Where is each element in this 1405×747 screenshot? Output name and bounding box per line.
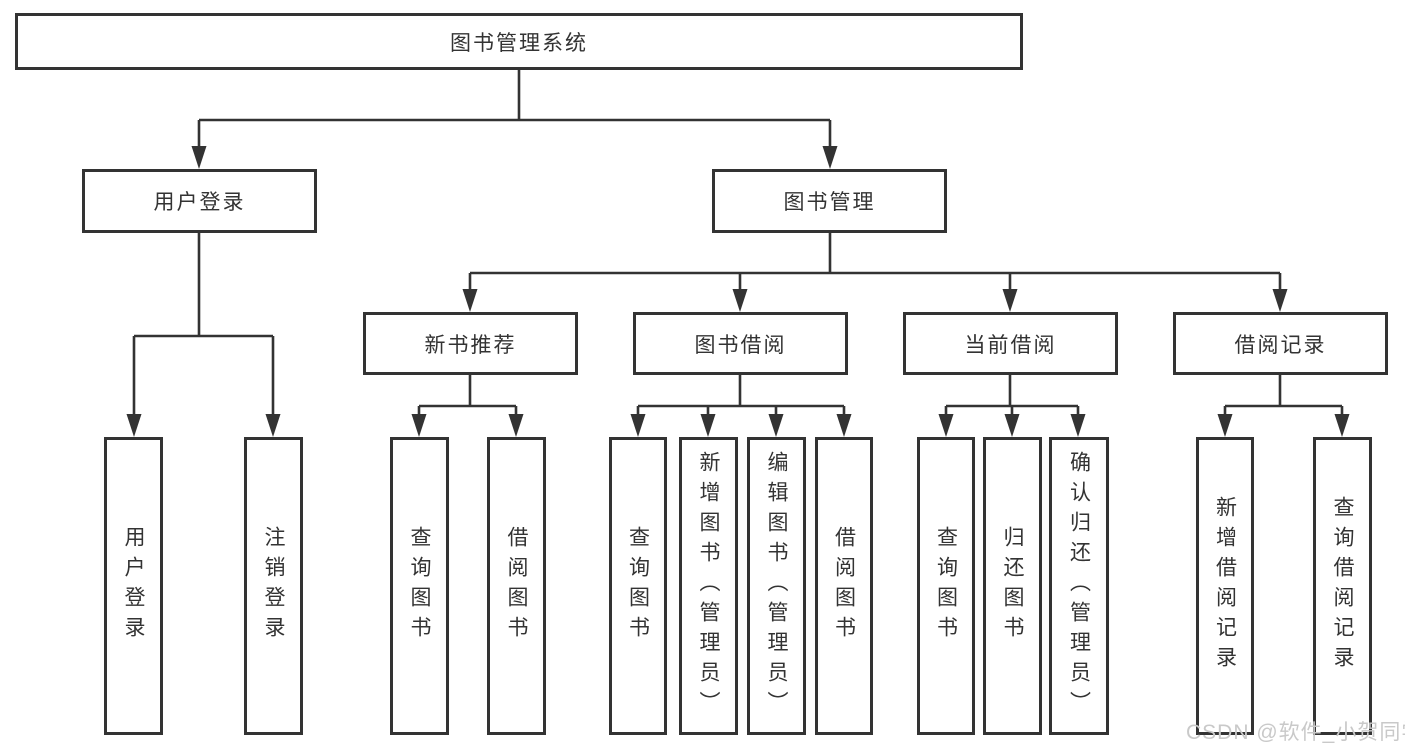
leaf-borrow-edit-books-admin: 编辑图书（管理员） [747,437,806,735]
leaf-logout: 注销登录 [244,437,303,735]
arrowhead-icon [1334,414,1350,437]
node-current-borrow-label: 当前借阅 [964,333,1057,357]
arrowhead-icon [630,414,646,437]
node-root-label: 图书管理系统 [450,31,588,55]
node-book-management-label: 图书管理 [783,191,876,214]
leaf-newbook-borrow-books-label: 借阅图书 [505,526,528,646]
node-new-book-recommend-label: 新书推荐 [424,333,517,357]
leaf-current-confirm-return-admin: 确认归还（管理员） [1049,437,1109,735]
leaf-newbook-query-books-label: 查询图书 [408,526,431,646]
arrowhead-icon [462,289,478,312]
leaf-current-return-books: 归还图书 [983,437,1042,735]
arrowhead-icon [1070,414,1086,437]
arrowhead-icon [1217,414,1233,437]
node-root: 图书管理系统 [15,13,1023,70]
leaf-logout-label: 注销登录 [262,526,285,646]
node-book-management: 图书管理 [712,169,947,233]
arrowhead-icon [126,414,142,437]
arrowhead-icon [1004,414,1020,437]
leaf-borrow-add-books-admin: 新增图书（管理员） [679,437,738,735]
leaf-borrow-borrow-books: 借阅图书 [815,437,873,735]
node-user-login: 用户登录 [82,169,317,233]
leaf-borrow-add-books-admin-label: 新增图书（管理员） [697,451,720,721]
arrowhead-icon [732,289,748,312]
leaf-borrow-query-books: 查询图书 [609,437,667,735]
arrowhead-icon [768,414,784,437]
leaf-user-login-label: 用户登录 [122,526,145,646]
arrowhead-icon [836,414,852,437]
leaf-current-query-books-label: 查询图书 [934,526,958,646]
csdn-watermark: CSDN @软件_小贺同学 [1186,721,1405,744]
arrowhead-icon [1272,289,1288,312]
node-book-borrow-label: 图书借阅 [694,333,787,357]
arrowheads [126,146,1350,437]
tree-edges [132,70,1344,418]
node-new-book-recommend: 新书推荐 [363,312,578,375]
leaf-records-query-record: 查询借阅记录 [1313,437,1372,735]
leaf-user-login: 用户登录 [104,437,163,735]
arrowhead-icon [938,414,954,437]
arrowhead-icon [700,414,716,437]
leaf-records-query-record-label: 查询借阅记录 [1331,496,1354,676]
arrowhead-icon [1002,289,1018,312]
node-book-borrow: 图书借阅 [633,312,848,375]
leaf-newbook-query-books: 查询图书 [390,437,449,735]
leaf-records-add-record: 新增借阅记录 [1196,437,1254,735]
leaf-records-add-record-label: 新增借阅记录 [1213,496,1237,676]
leaf-borrow-edit-books-admin-label: 编辑图书（管理员） [765,451,788,721]
leaf-newbook-borrow-books: 借阅图书 [487,437,546,735]
arrowhead-icon [411,414,427,437]
node-user-login-label: 用户登录 [153,191,246,214]
arrowhead-icon [191,146,207,169]
leaf-current-confirm-return-admin-label: 确认归还（管理员） [1067,451,1091,721]
leaf-current-return-books-label: 归还图书 [1001,526,1024,646]
leaf-current-query-books: 查询图书 [917,437,975,735]
node-current-borrow: 当前借阅 [903,312,1118,375]
leaf-borrow-query-books-label: 查询图书 [626,526,650,646]
arrowhead-icon [822,146,838,169]
leaf-borrow-borrow-books-label: 借阅图书 [832,526,856,646]
arrowhead-icon [508,414,524,437]
node-borrow-records: 借阅记录 [1173,312,1388,375]
arrowhead-icon [265,414,281,437]
node-borrow-records-label: 借阅记录 [1234,333,1327,357]
